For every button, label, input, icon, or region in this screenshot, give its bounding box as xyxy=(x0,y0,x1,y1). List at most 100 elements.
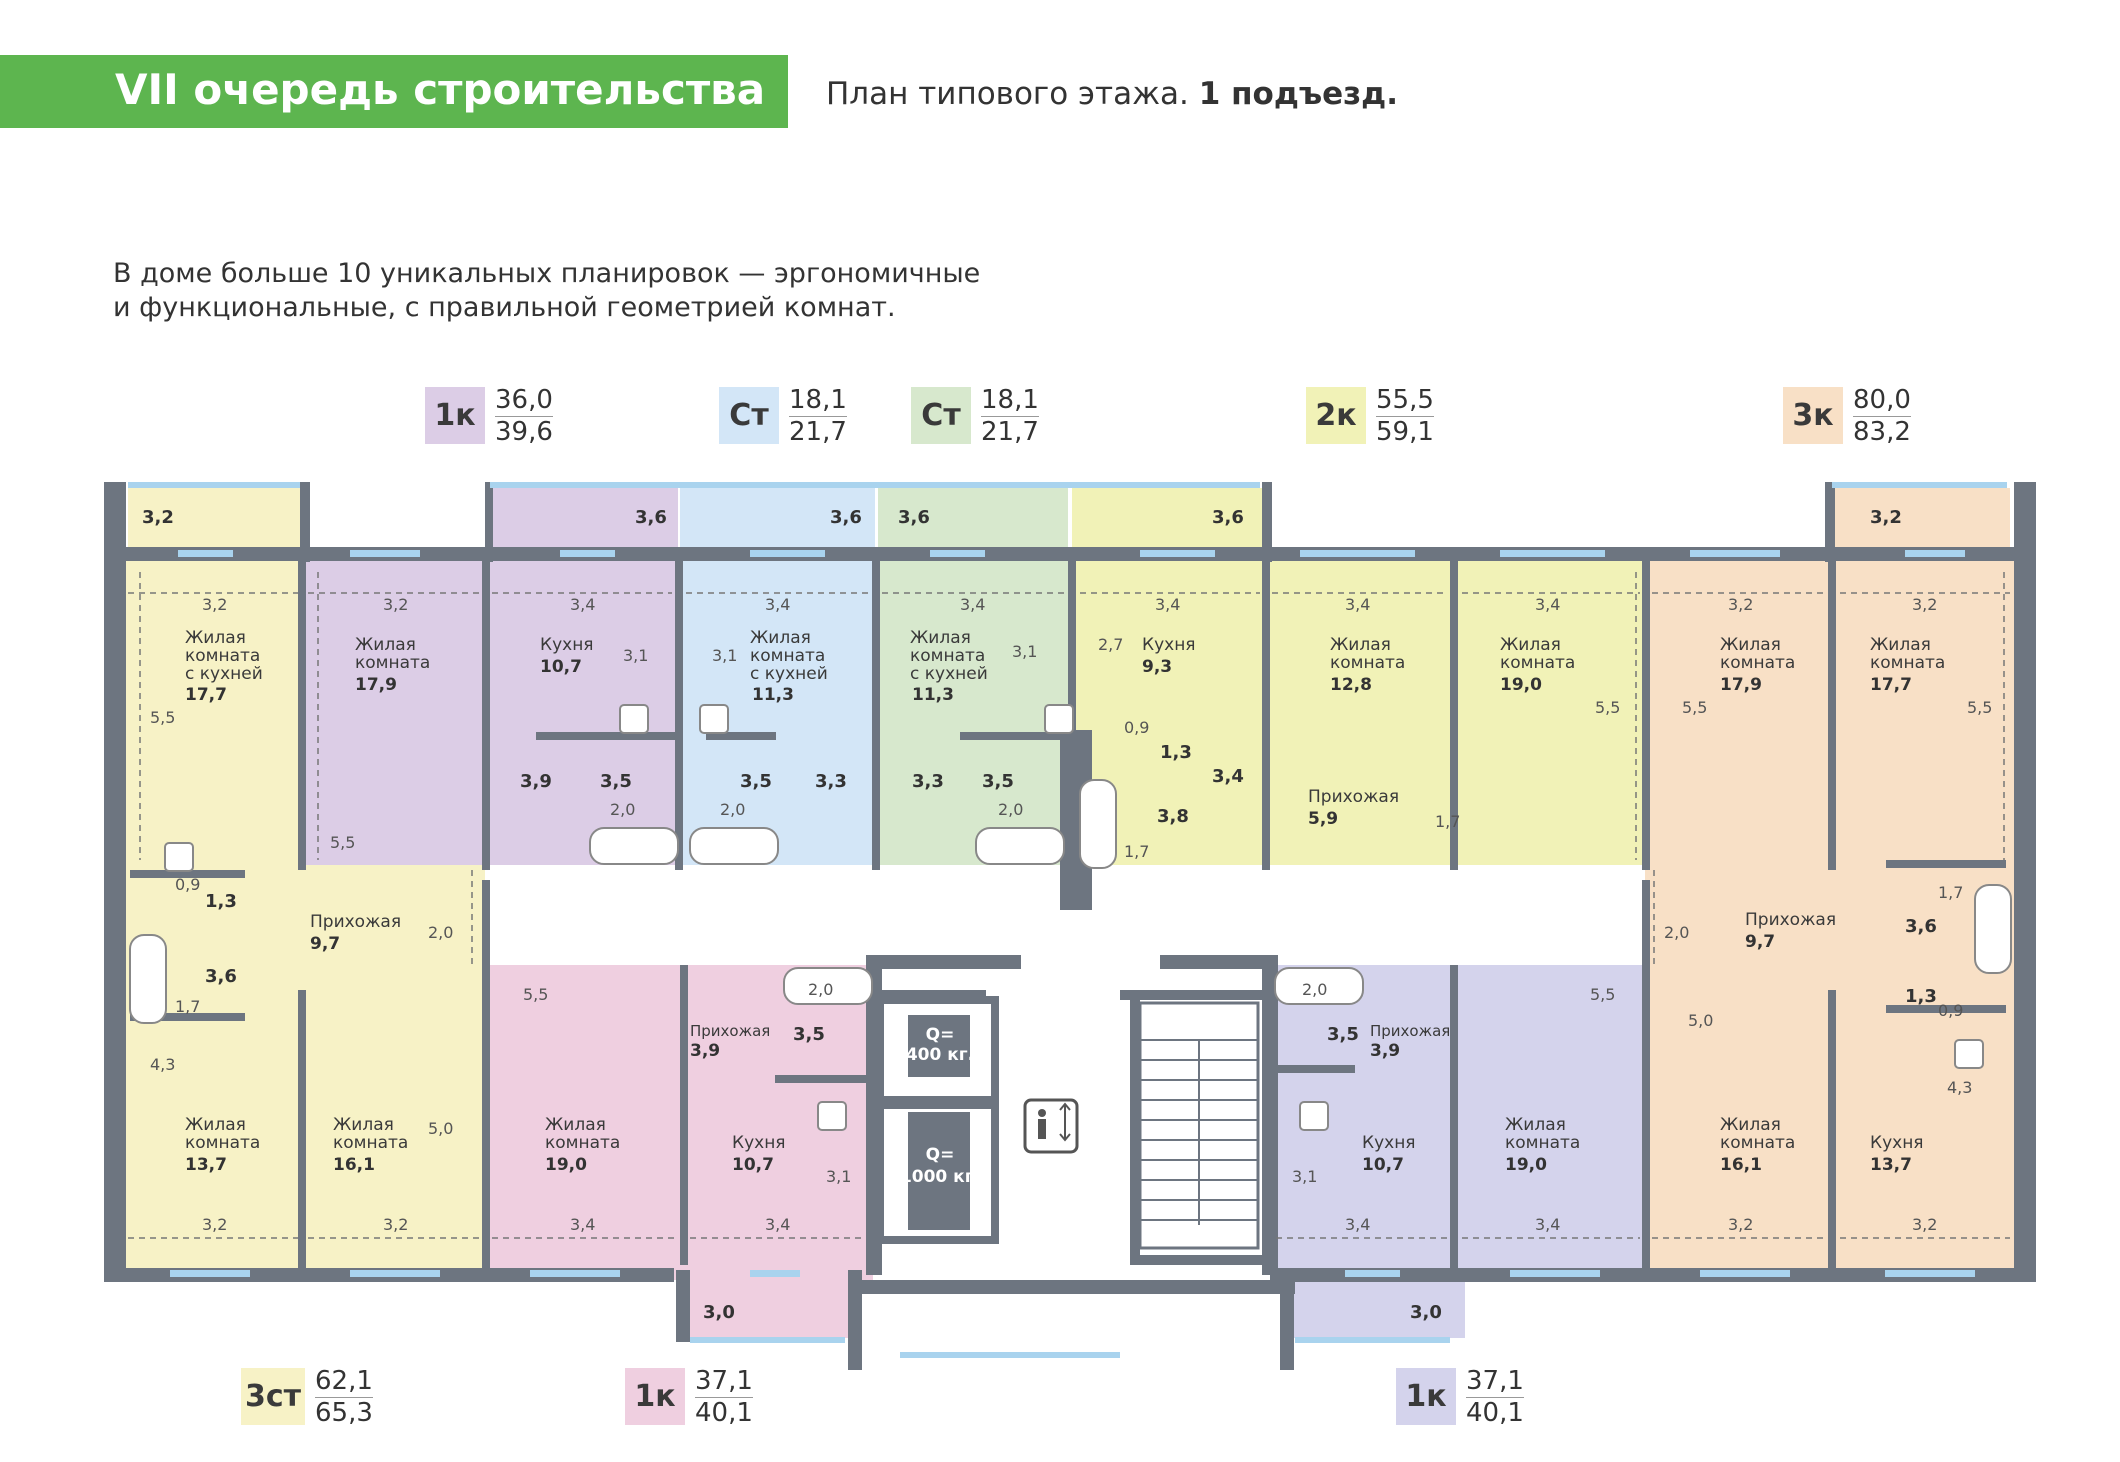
svg-text:3,2: 3,2 xyxy=(1870,507,1902,528)
area-numbers: 3,2 3,6 3,6 3,6 3,6 3,2 3,9 3,5 3,5 3,3 … xyxy=(142,507,1937,1323)
svg-text:3,2: 3,2 xyxy=(383,595,408,614)
svg-text:1,3: 1,3 xyxy=(1905,986,1937,1007)
area-full: 65,3 xyxy=(315,1397,373,1428)
svg-text:3,6: 3,6 xyxy=(830,507,862,528)
svg-text:комната: комната xyxy=(333,1133,408,1153)
svg-text:0,9: 0,9 xyxy=(175,875,200,894)
svg-text:Жилая: Жилая xyxy=(1330,635,1391,655)
dimension-lines xyxy=(128,572,2010,1239)
svg-text:Жилая: Жилая xyxy=(1720,1115,1781,1135)
apartment-type-code: 3к xyxy=(1783,387,1843,444)
area-full: 83,2 xyxy=(1853,416,1911,447)
svg-text:комната: комната xyxy=(750,646,825,666)
svg-text:3,1: 3,1 xyxy=(1012,642,1037,661)
svg-text:16,1: 16,1 xyxy=(333,1155,375,1175)
banner-title: VII очередь строительства xyxy=(115,65,766,114)
svg-text:3,9: 3,9 xyxy=(520,771,552,792)
toilet-icon xyxy=(164,704,1984,1131)
svg-text:1,7: 1,7 xyxy=(1938,883,1963,902)
svg-text:17,9: 17,9 xyxy=(1720,675,1762,695)
svg-text:17,7: 17,7 xyxy=(1870,675,1912,695)
svg-text:5,5: 5,5 xyxy=(150,708,175,727)
svg-text:Жилая: Жилая xyxy=(333,1115,394,1135)
svg-text:Прихожая: Прихожая xyxy=(310,912,401,932)
svg-text:19,0: 19,0 xyxy=(1500,675,1542,695)
svg-text:3,6: 3,6 xyxy=(205,966,237,987)
area-total: 36,0 xyxy=(495,384,553,417)
svg-text:3,2: 3,2 xyxy=(1912,595,1937,614)
svg-text:5,5: 5,5 xyxy=(330,833,355,852)
elevator-core: Q= 400 кг. Q= 1000 кг. xyxy=(876,996,1260,1250)
apartment-type-code: 1к xyxy=(1396,1368,1456,1425)
floor-plan: Q= 400 кг. Q= 1000 кг. xyxy=(104,482,2036,1370)
svg-text:5,5: 5,5 xyxy=(1590,985,1615,1004)
svg-text:3,5: 3,5 xyxy=(740,771,772,792)
area-total: 18,1 xyxy=(789,384,847,417)
svg-text:5,5: 5,5 xyxy=(1595,698,1620,717)
svg-text:3,4: 3,4 xyxy=(570,595,595,614)
svg-text:3,2: 3,2 xyxy=(202,595,227,614)
svg-text:11,3: 11,3 xyxy=(912,685,954,705)
svg-text:3,1: 3,1 xyxy=(623,646,648,665)
svg-text:3,6: 3,6 xyxy=(635,507,667,528)
svg-text:Жилая: Жилая xyxy=(750,628,811,648)
svg-text:10,7: 10,7 xyxy=(732,1155,774,1175)
svg-text:комната: комната xyxy=(910,646,985,666)
svg-text:3,4: 3,4 xyxy=(570,1215,595,1234)
svg-text:Кухня: Кухня xyxy=(540,635,594,655)
svg-text:19,0: 19,0 xyxy=(1505,1155,1547,1175)
svg-text:комната: комната xyxy=(1505,1133,1580,1153)
dimension-values: 3,2 3,2 3,4 3,4 3,4 3,4 3,4 3,4 3,2 3,2 … xyxy=(150,595,1992,1234)
svg-text:5,5: 5,5 xyxy=(523,985,548,1004)
svg-text:Жилая: Жилая xyxy=(355,635,416,655)
svg-text:комната: комната xyxy=(1720,653,1795,673)
area-total: 62,1 xyxy=(315,1365,373,1398)
svg-text:2,0: 2,0 xyxy=(808,980,833,999)
svg-text:0,9: 0,9 xyxy=(1124,718,1149,737)
area-full: 59,1 xyxy=(1376,416,1434,447)
svg-text:11,3: 11,3 xyxy=(752,685,794,705)
svg-text:13,7: 13,7 xyxy=(185,1155,227,1175)
svg-text:1,3: 1,3 xyxy=(205,891,237,912)
svg-text:2,0: 2,0 xyxy=(1664,923,1689,942)
svg-text:3,3: 3,3 xyxy=(815,771,847,792)
svg-text:Прихожая: Прихожая xyxy=(1308,787,1399,807)
small-elevator-q: Q= xyxy=(926,1025,955,1045)
svg-text:3,4: 3,4 xyxy=(960,595,985,614)
svg-text:комната: комната xyxy=(355,653,430,673)
area-total: 37,1 xyxy=(1466,1365,1524,1398)
svg-text:2,0: 2,0 xyxy=(998,800,1023,819)
svg-text:комната: комната xyxy=(1870,653,1945,673)
svg-text:1,3: 1,3 xyxy=(1160,742,1192,763)
large-elevator-q: Q= xyxy=(926,1145,955,1165)
svg-text:9,7: 9,7 xyxy=(1745,932,1775,952)
svg-text:комната: комната xyxy=(1330,653,1405,673)
svg-text:2,7: 2,7 xyxy=(1098,635,1123,654)
svg-text:4,3: 4,3 xyxy=(150,1055,175,1074)
apartment-type-code: Ст xyxy=(719,387,779,444)
svg-text:5,5: 5,5 xyxy=(1967,698,1992,717)
apartment-type-code: 1к xyxy=(625,1368,685,1425)
area-total: 55,5 xyxy=(1376,384,1434,417)
svg-text:3,4: 3,4 xyxy=(765,1215,790,1234)
area-full: 40,1 xyxy=(695,1397,753,1428)
area-full: 21,7 xyxy=(789,416,847,447)
svg-text:Кухня: Кухня xyxy=(1362,1133,1416,1153)
apartment-type-code: 1к xyxy=(425,387,485,444)
svg-text:3,0: 3,0 xyxy=(703,1302,735,1323)
small-elevator-capacity: 400 кг. xyxy=(906,1045,974,1065)
svg-text:9,7: 9,7 xyxy=(310,934,340,954)
apartment-type-code: 2к xyxy=(1306,387,1366,444)
svg-text:Жилая: Жилая xyxy=(1500,635,1561,655)
header-banner: VII очередь строительства xyxy=(0,55,788,128)
svg-text:3,2: 3,2 xyxy=(1912,1215,1937,1234)
svg-text:Прихожая: Прихожая xyxy=(1370,1022,1450,1040)
svg-text:3,4: 3,4 xyxy=(765,595,790,614)
svg-text:3,6: 3,6 xyxy=(1212,507,1244,528)
svg-text:Жилая: Жилая xyxy=(545,1115,606,1135)
svg-text:комната: комната xyxy=(185,1133,260,1153)
description: В доме больше 10 уникальных планировок —… xyxy=(113,258,981,323)
